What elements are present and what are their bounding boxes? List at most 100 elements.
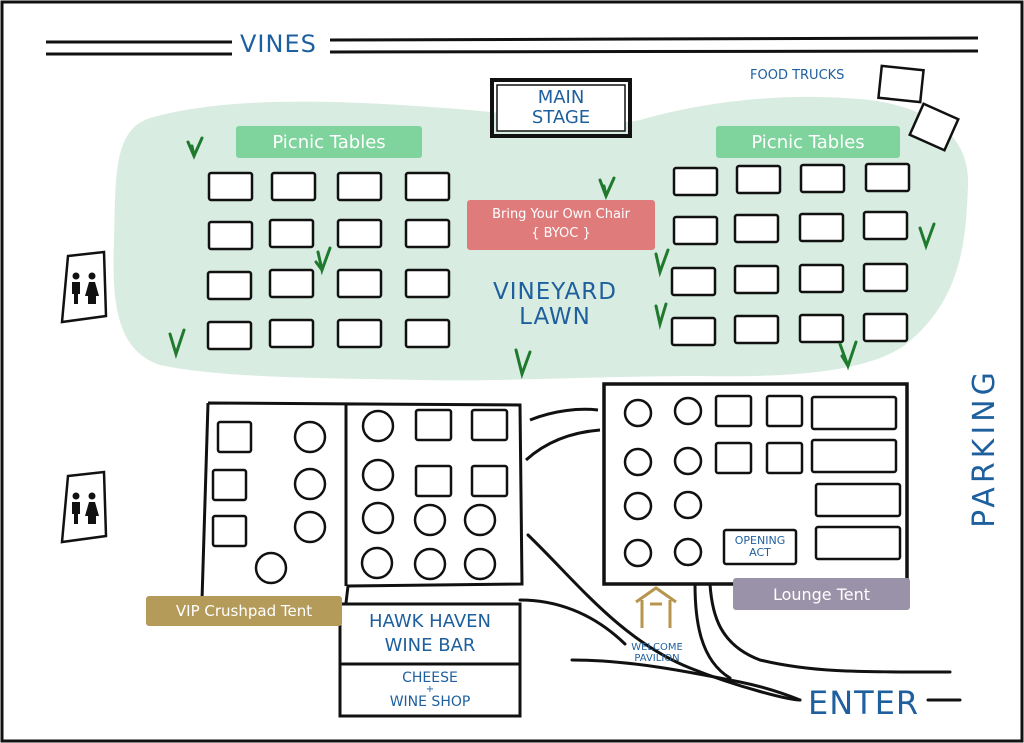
lounge-table	[765, 441, 804, 475]
wine-bar-line1: HAWK HAVEN	[368, 611, 492, 633]
picnic-table	[670, 316, 717, 347]
hawk-haven-wine-bar-label: HAWK HAVEN WINE BAR	[340, 604, 520, 664]
grass-icon	[514, 348, 532, 380]
vip-table	[414, 408, 453, 442]
round-table	[413, 547, 447, 581]
picnic-table	[404, 171, 451, 202]
main-stage-line1: MAIN	[537, 87, 585, 109]
lounge-table	[765, 394, 804, 428]
picnic-table	[672, 215, 719, 246]
picnic-table	[862, 262, 909, 293]
picnic-table	[798, 212, 845, 243]
picnic-table	[798, 313, 845, 344]
picnic-table	[733, 264, 780, 295]
round-table	[360, 546, 394, 580]
grass-icon	[654, 302, 668, 330]
vip-table	[470, 408, 509, 442]
grass-icon	[918, 222, 936, 251]
picnic-table	[404, 318, 451, 349]
wine-bar-line2: WINE BAR	[384, 635, 476, 656]
food-trucks	[877, 64, 960, 152]
byoc-banner: Bring Your Own Chair { BYOC }	[467, 200, 655, 250]
round-table	[413, 503, 447, 537]
grass-tufts	[168, 136, 936, 380]
food-truck	[877, 64, 925, 104]
byoc-line1: Bring Your Own Chair	[492, 207, 630, 223]
vines-label: VINES	[240, 30, 317, 58]
opening-act-stage	[722, 528, 798, 566]
picnic-table	[336, 218, 383, 249]
picnic-table	[206, 320, 253, 351]
picnic-table	[206, 270, 253, 301]
grass-icon	[654, 248, 670, 278]
walkway-connector	[524, 407, 601, 462]
vineyard-lawn-line2: LAWN	[519, 304, 591, 330]
grass-icon	[598, 176, 616, 200]
round-table	[293, 510, 327, 544]
vip-table	[470, 464, 509, 498]
round-table	[361, 501, 395, 535]
wine-bar-building	[338, 602, 522, 718]
grass-icon	[838, 340, 858, 371]
picnic-table	[862, 210, 909, 241]
round-table	[361, 409, 395, 443]
picnic-tables-left	[206, 171, 451, 351]
round-table	[673, 396, 703, 426]
picnic-table	[733, 213, 780, 244]
round-table	[623, 398, 653, 428]
vip-crushpad-tent-label: VIP Crushpad Tent	[146, 596, 342, 626]
round-table	[623, 491, 653, 521]
picnic-table	[670, 266, 717, 297]
round-table	[623, 538, 653, 568]
vip-crushpad-tent	[200, 401, 524, 604]
opening-act-line1: OPENING	[734, 533, 786, 547]
picnic-table	[207, 220, 254, 251]
picnic-table	[270, 171, 317, 202]
picnic-table	[268, 268, 315, 299]
cheese-shop-line1: CHEESE	[402, 670, 458, 686]
grass-icon	[314, 246, 332, 276]
round-table	[673, 446, 703, 476]
lounge-sofa	[814, 525, 902, 561]
opening-act-label: OPENING ACT	[724, 530, 796, 564]
roads	[518, 533, 962, 702]
main-stage-line2: STAGE	[531, 107, 591, 128]
picnic-table	[404, 218, 451, 249]
vineyard-lawn-line1: VINEYARD	[493, 278, 617, 305]
picnic-table	[733, 314, 780, 345]
cheese-shop-line3: WINE SHOP	[389, 694, 471, 710]
lounge-sofa	[810, 438, 898, 474]
lounge-table	[714, 441, 753, 475]
vines-lines	[46, 36, 979, 56]
welcome-line2: PAVILION	[634, 653, 680, 664]
food-trucks-label: FOOD TRUCKS	[750, 68, 845, 83]
grass-icon	[186, 136, 204, 160]
picnic-table	[735, 164, 782, 195]
picnic-table	[336, 171, 383, 202]
round-table	[623, 447, 653, 477]
picnic-table	[268, 318, 315, 349]
cheese-shop-line2: +	[425, 684, 435, 695]
lounge-seating	[623, 394, 902, 568]
lounge-sofa	[814, 482, 902, 518]
main-stage-box	[490, 78, 632, 138]
parking-label: PARKING	[967, 368, 1002, 528]
welcome-pavilion-label: WELCOME PAVILION	[612, 640, 702, 666]
vip-table	[216, 420, 253, 454]
cheese-wine-shop-label: CHEESE + WINE SHOP	[340, 664, 520, 716]
main-stage-label: MAIN STAGE	[497, 85, 625, 131]
round-table	[254, 551, 288, 585]
round-table	[361, 458, 395, 492]
picnic-tables-right	[670, 162, 911, 347]
pavilion-icon	[635, 586, 677, 628]
welcome-line1: WELCOME	[631, 642, 683, 653]
vineyard-lawn-label: VINEYARD LAWN	[470, 278, 640, 330]
picnic-table	[268, 218, 315, 249]
picnic-table	[862, 312, 909, 343]
round-table	[463, 547, 497, 581]
picnic-table	[404, 268, 451, 299]
round-table	[293, 420, 327, 454]
picnic-table	[336, 268, 383, 299]
lounge-sofa	[810, 395, 898, 431]
lounge-tent-label: Lounge Tent	[733, 578, 910, 610]
